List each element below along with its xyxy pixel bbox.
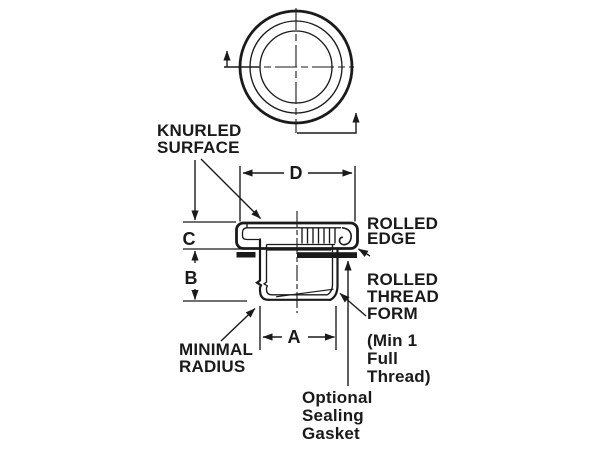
- label-line: ROLLED: [367, 214, 438, 233]
- dimension-a: A: [259, 306, 337, 350]
- label-line: SURFACE: [157, 138, 240, 157]
- dimension-c: C: [183, 160, 242, 250]
- dim-label-d: D: [290, 163, 303, 183]
- leader-line: [358, 248, 371, 258]
- label-line: Sealing: [302, 406, 364, 425]
- body-left-inner-wall: [262, 244, 273, 296]
- label-optional-sealing-gasket: Optional Sealing Gasket: [302, 260, 373, 443]
- body-right-inner-wall: [327, 244, 334, 296]
- label-line: FORM: [367, 304, 418, 323]
- label-min-thread-note: (Min 1 Full Thread): [367, 331, 431, 386]
- thread-form-line: [275, 288, 334, 298]
- flange-inner-left: [241, 227, 260, 241]
- label-rolled-edge: ROLLED EDGE: [358, 214, 438, 258]
- gasket-left: [236, 252, 256, 258]
- label-line: Thread): [367, 367, 431, 386]
- body-left-outer-wall: [255, 238, 270, 301]
- gasket-right: [297, 252, 357, 258]
- label-line: Full: [367, 349, 398, 368]
- label-line: RADIUS: [179, 357, 245, 376]
- section-cut-bottom: [297, 112, 360, 134]
- body-right-outer-wall: [329, 247, 339, 301]
- section-view: [235, 211, 359, 313]
- knurl-hatch: [301, 228, 336, 244]
- label-line: EDGE: [367, 229, 416, 248]
- label-rolled-thread-form: ROLLED THREAD FORM: [339, 270, 439, 323]
- dimension-b: B: [183, 250, 247, 302]
- leader-line: [220, 307, 256, 342]
- label-line: Optional: [302, 388, 373, 407]
- label-line: Gasket: [302, 424, 360, 443]
- rolled-edge-curl: [338, 227, 352, 246]
- label-line: KNURLED: [157, 121, 242, 140]
- section-cut-left: [223, 50, 259, 68]
- top-view: [223, 8, 360, 134]
- label-line: ROLLED: [367, 270, 438, 289]
- dim-label-b: B: [185, 268, 198, 288]
- label-minimal-radius: MINIMAL RADIUS: [179, 307, 256, 376]
- leader-line: [200, 158, 261, 219]
- dim-label-c: C: [183, 229, 196, 249]
- label-line: (Min 1: [367, 331, 417, 350]
- dim-label-a: A: [288, 327, 301, 347]
- label-line: THREAD: [367, 287, 439, 306]
- leader-line: [339, 292, 367, 317]
- label-line: MINIMAL: [179, 340, 253, 359]
- label-knurled-surface: KNURLED SURFACE: [157, 121, 261, 219]
- section-cut-bottom-arrow: [297, 112, 360, 134]
- dimension-d: D: [239, 163, 356, 222]
